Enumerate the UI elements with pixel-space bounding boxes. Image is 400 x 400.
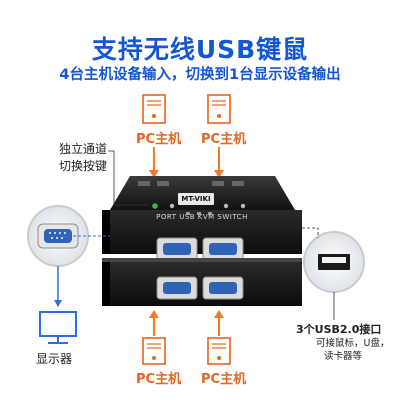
pc-tower-icon-top-right [207, 94, 231, 124]
arrow-down-icon-top-left [149, 147, 159, 178]
usb-callout-line1: 3个USB2.0接口 [296, 323, 382, 336]
channel-button-1[interactable] [152, 203, 158, 209]
vga-port-upper-left [156, 237, 198, 261]
device-brand-label: MT-VIKI [181, 195, 211, 203]
channel-button-2[interactable] [169, 203, 175, 209]
usb-ports-callout: 3个USB2.0接口 可接鼠标，U盘， 读卡器等 [296, 322, 396, 363]
vga-port-lower-right [202, 276, 244, 300]
vga-port-upper-right [202, 237, 244, 261]
channel-switch-callout: 独立通道 切换按键 [57, 141, 107, 175]
pc-label-top-left: PC主机 [136, 132, 182, 147]
pc-tower-icon-top-left [142, 94, 166, 124]
usb-callout-line2: 可接鼠标，U盘， [316, 338, 390, 349]
pc-tower-icon-bottom-left [142, 337, 166, 365]
arrow-up-icon-bottom-right [214, 310, 224, 336]
page-title: 支持无线USB键鼠 [91, 35, 309, 64]
monitor-label: 显示器 [36, 352, 73, 366]
channel-switch-callout-line2: 切换按键 [58, 159, 107, 173]
channel-button-3[interactable] [223, 203, 229, 209]
pc-label-top-right: PC主机 [201, 132, 247, 147]
pc-label-bottom-right: PC主机 [201, 372, 247, 387]
kvm-front-panel-upper [102, 210, 302, 254]
device-model-label: PORT USB KVM SWITCH [156, 213, 248, 221]
monitor-icon [39, 311, 77, 344]
channel-button-4[interactable] [240, 203, 246, 209]
arrow-up-icon-bottom-left [149, 310, 159, 336]
usb-callout-line3: 读卡器等 [324, 351, 363, 362]
channel-switch-callout-line1: 独立通道 [58, 142, 107, 156]
usb-port-zoom-icon [303, 231, 365, 293]
kvm-front-panel-lower [102, 262, 302, 306]
pc-label-bottom-left: PC主机 [136, 372, 182, 387]
arrow-down-icon-top-right [214, 147, 224, 178]
vga-port-lower-left [156, 276, 198, 300]
page-subtitle: 4台主机设备输入，切换到1台显示设备输出 [59, 67, 341, 83]
pc-tower-icon-bottom-right [207, 337, 231, 365]
